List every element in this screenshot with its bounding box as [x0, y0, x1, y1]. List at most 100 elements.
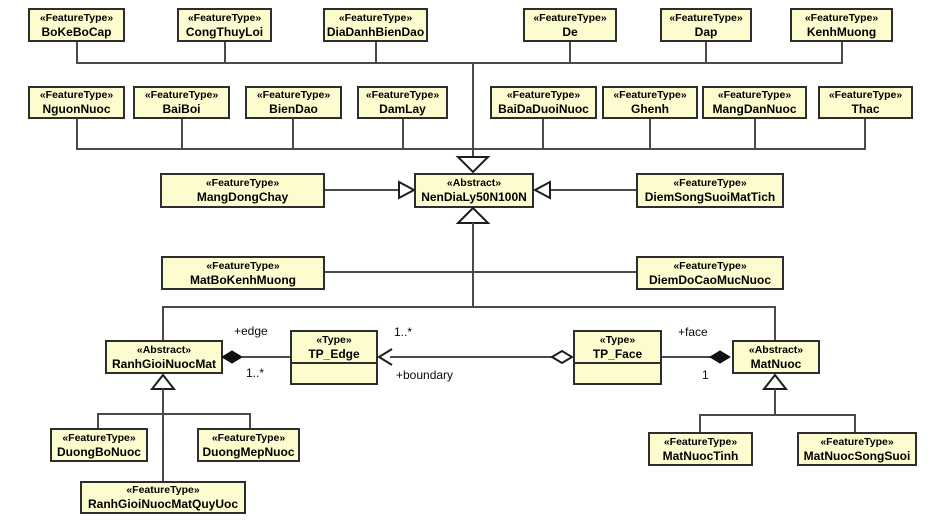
class-name: Thac — [851, 102, 880, 116]
class-mangdannuoc: «FeatureType» MangDanNuoc — [702, 86, 807, 119]
stereotype-label: «FeatureType» — [663, 435, 738, 448]
generalization-bus-row5 — [162, 306, 776, 308]
class-name: MatNuocSongSuoi — [803, 448, 911, 463]
stereotype-label: «FeatureType» — [673, 259, 747, 272]
class-name: DuongMepNuoc — [202, 444, 295, 459]
stereotype-label: «FeatureType» — [126, 484, 200, 496]
class-name: MatNuoc — [750, 356, 802, 371]
class-diemsongsuoimattich: «FeatureType» DiemSongSuoiMatTich — [636, 173, 784, 208]
generalization-bus-row2 — [76, 148, 866, 150]
stereotype-label: «FeatureType» — [39, 89, 114, 101]
class-ghenh: «FeatureType» Ghenh — [602, 86, 698, 119]
association-line-face — [662, 356, 712, 358]
composition-diamond — [221, 350, 243, 364]
class-matnuoctinh: «FeatureType» MatNuocTinh — [648, 432, 753, 466]
generalization-line — [375, 42, 377, 63]
class-tp-edge: «Type» TP_Edge — [290, 330, 378, 385]
aggregation-diamond — [550, 349, 574, 365]
class-name: DiemSongSuoiMatTich — [644, 190, 776, 204]
class-name: CongThuyLoi — [185, 24, 264, 39]
generalization-line — [864, 119, 866, 149]
generalization-line — [854, 414, 856, 432]
class-duongbonuoc: «FeatureType» DuongBoNuoc — [50, 428, 148, 462]
class-name: Dap — [694, 24, 718, 39]
role-label: +boundary — [396, 368, 454, 382]
generalization-bus — [699, 414, 856, 416]
class-dap: «FeatureType» Dap — [660, 8, 752, 42]
class-matbokenhmuong: «FeatureType» MatBoKenhMuong — [161, 256, 325, 290]
class-tp-face: «Type» TP_Face — [573, 330, 662, 385]
stereotype-label: «FeatureType» — [62, 431, 136, 444]
generalization-line — [402, 119, 404, 149]
generalization-line — [542, 119, 544, 149]
stereotype-label: «Abstract» — [136, 343, 192, 356]
stereotype-label: «Abstract» — [748, 343, 804, 356]
class-thac: «FeatureType» Thac — [818, 86, 913, 119]
class-bokebocap: «FeatureType» BoKeBoCap — [28, 8, 125, 42]
generalization-line — [162, 306, 164, 340]
open-arrowhead — [377, 348, 393, 366]
multiplicity-label: 1..* — [246, 366, 265, 380]
stereotype-label: «FeatureType» — [211, 431, 286, 444]
class-matnuoc: «Abstract» MatNuoc — [732, 340, 820, 374]
class-name: BoKeBoCap — [41, 24, 112, 39]
stereotype-label: «FeatureType» — [256, 89, 331, 101]
stereotype-label: «FeatureType» — [206, 259, 280, 272]
stereotype-label: «Abstract» — [446, 177, 502, 189]
generalization-line — [699, 414, 701, 432]
class-name: DuongBoNuoc — [57, 444, 141, 459]
stereotype-label: «FeatureType» — [205, 177, 280, 189]
stereotype-label: «FeatureType» — [613, 89, 687, 101]
class-diemdocaomucnuoc: «FeatureType» DiemDoCaoMucNuoc — [636, 256, 784, 290]
name-compartment: «Type» TP_Edge — [292, 332, 376, 362]
generalization-line — [224, 42, 226, 63]
stereotype-label: «FeatureType» — [673, 177, 747, 189]
class-name: BienDao — [269, 102, 318, 116]
class-ranhgioinuocmat: «Abstract» RanhGioiNuocMat — [105, 340, 223, 374]
stereotype-label: «FeatureType» — [39, 11, 114, 24]
generalization-line — [705, 42, 707, 63]
class-name: TP_Edge — [308, 346, 360, 361]
class-de: «FeatureType» De — [523, 8, 617, 42]
generalization-arrow-left — [532, 180, 551, 200]
stereotype-label: «FeatureType» — [820, 435, 894, 448]
generalization-line — [325, 189, 400, 191]
association-line-edge — [242, 356, 290, 358]
class-name: MatNuocTinh — [662, 448, 739, 463]
stereotype-label: «FeatureType» — [533, 11, 607, 24]
generalization-line — [249, 413, 251, 428]
generalization-bus-row1 — [76, 62, 843, 64]
class-name: MangDongChay — [196, 190, 289, 204]
class-name: NguonNuoc — [42, 102, 111, 116]
class-name: MangDanNuoc — [712, 102, 797, 116]
generalization-bus — [97, 413, 251, 415]
multiplicity-label: 1..* — [394, 325, 413, 339]
stereotype-label: «Type» — [599, 333, 636, 346]
class-ranhgioinuocmatquyuoc: «FeatureType» RanhGioiNuocMatQuyUoc — [80, 481, 246, 514]
class-name: MatBoKenhMuong — [190, 272, 296, 287]
generalization-line — [76, 42, 78, 63]
class-name: DiaDanhBienDao — [326, 24, 425, 39]
class-name: DiemDoCaoMucNuoc — [648, 272, 771, 287]
empty-compartment — [292, 362, 376, 383]
class-name: DamLay — [379, 102, 426, 116]
stereotype-label: «FeatureType» — [828, 89, 903, 101]
generalization-line — [774, 389, 776, 415]
generalization-line — [569, 42, 571, 63]
stereotype-label: «Type» — [316, 333, 352, 346]
generalization-arrow-up — [455, 206, 491, 224]
class-kenhmuong: «FeatureType» KenhMuong — [790, 8, 893, 42]
class-duongmepnuoc: «FeatureType» DuongMepNuoc — [197, 428, 300, 462]
generalization-arrow-up — [761, 373, 789, 390]
class-name: BaiBoi — [162, 102, 201, 116]
generalization-line — [181, 119, 183, 149]
class-name: RanhGioiNuocMatQuyUoc — [87, 497, 238, 511]
stereotype-label: «FeatureType» — [187, 11, 262, 24]
class-baidaduoinuoc: «FeatureType» BaiDaDuoiNuoc — [490, 86, 597, 119]
generalization-line — [649, 119, 651, 149]
generalization-line — [774, 306, 776, 340]
class-name: De — [562, 24, 578, 39]
class-matnuocsongsuoi: «FeatureType» MatNuocSongSuoi — [797, 432, 917, 466]
generalization-line — [325, 271, 636, 273]
